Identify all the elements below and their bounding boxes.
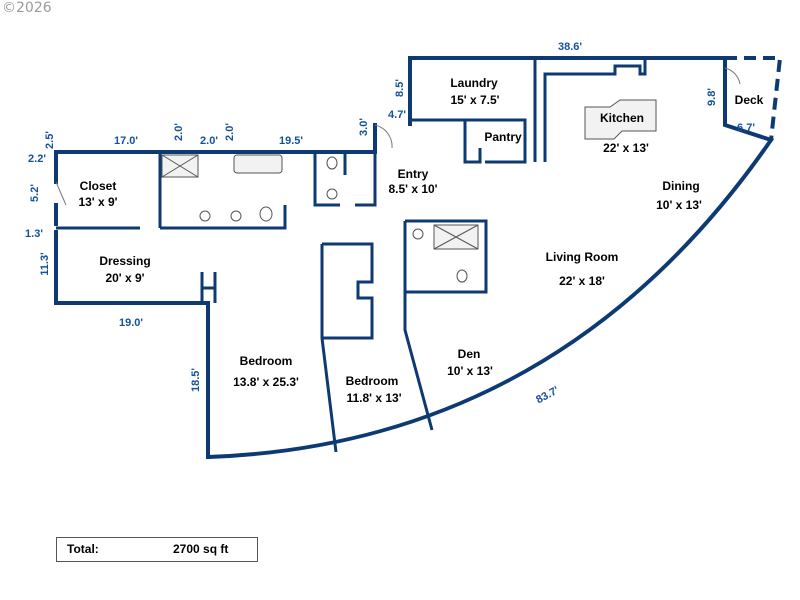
entry-door[interactable] (374, 124, 393, 149)
kitchen-size: 22' x 13' (603, 141, 649, 155)
dim-2-2: 2.2' (28, 153, 46, 165)
dim-8-5: 8.5' (394, 79, 406, 97)
bedroom1-name: Bedroom (240, 354, 293, 368)
wall-den-left (403, 219, 488, 431)
den-shower-x2 (433, 224, 479, 250)
bedroom1-size: 13.8' x 25.3' (233, 375, 299, 389)
wall-closet-bath (158, 152, 172, 230)
outer-wall-left-section (54, 123, 377, 459)
dim-1-3: 1.3' (25, 228, 43, 240)
wall-bedroom-divider (320, 242, 374, 453)
laundry-size: 15' x 7.5' (450, 93, 499, 107)
dim-4-7: 4.7' (388, 109, 406, 121)
dim-6-7: 6.7' (737, 122, 755, 134)
dim-17-0: 17.0' (114, 135, 138, 147)
dining-name: Dining (662, 179, 699, 193)
bedroom2-size: 11.8' x 13' (346, 391, 401, 405)
dressing-name: Dressing (99, 254, 150, 268)
bathtub (233, 154, 283, 174)
dim-2-0-mid: 2.0' (200, 135, 218, 147)
living-room-size: 22' x 18' (559, 274, 605, 288)
dim-18-5: 18.5' (190, 368, 202, 392)
sink-right (230, 210, 242, 222)
dim-83-7: 83.7' (534, 384, 561, 406)
outer-wall-curve (205, 56, 775, 460)
total-value: 2700 sq ft (173, 542, 229, 556)
dim-9-8: 9.8' (706, 88, 718, 106)
wall-kitchen-left (533, 58, 647, 162)
dining-size: 10' x 13' (656, 198, 702, 212)
wall-bath-bottom (185, 205, 287, 230)
kitchen-name: Kitchen (600, 111, 644, 125)
den-toilet (456, 269, 468, 283)
entry-name: Entry (398, 167, 429, 181)
bedroom2-name: Bedroom (346, 374, 399, 388)
laundry-name: Laundry (450, 76, 498, 90)
sink-wc (326, 188, 338, 200)
dim-38-6: 38.6' (558, 41, 582, 53)
den-name: Den (458, 347, 481, 361)
deck-name: Deck (735, 93, 764, 107)
dim-19-0: 19.0' (119, 317, 143, 329)
shower-x2 (161, 154, 199, 178)
toilet-main-bath (259, 206, 273, 222)
pantry-name: Pantry (484, 130, 522, 144)
den-sink (412, 228, 424, 240)
copyright-notice: ©2026 (2, 0, 52, 16)
dim-5-2: 5.2' (29, 184, 41, 202)
total-label: Total: (67, 542, 99, 556)
den-size: 10' x 13' (447, 364, 493, 378)
closet-name: Closet (80, 179, 117, 193)
living-room-name: Living Room (546, 250, 619, 264)
dim-2-0-right: 2.0' (224, 123, 236, 141)
deck-door[interactable] (724, 67, 741, 85)
toilet-wc-top (326, 156, 338, 170)
outer-wall-top (408, 56, 727, 126)
dressing-size: 20' x 9' (105, 271, 144, 285)
closet-size: 13' x 9' (78, 195, 117, 209)
dim-19-5: 19.5' (279, 135, 303, 147)
dim-11-3: 11.3' (39, 252, 51, 276)
closet-door[interactable] (55, 181, 67, 206)
dim-3-0: 3.0' (358, 118, 370, 136)
total-area-box: Total: 2700 sq ft (56, 537, 258, 562)
entry-size: 8.5' x 10' (388, 182, 437, 196)
dim-2-0-left: 2.0' (173, 123, 185, 141)
wall-hall-column (200, 272, 217, 303)
wall-wc (313, 140, 377, 207)
kitchen-island (584, 99, 657, 140)
wall-laundry (410, 118, 527, 164)
sink-left (199, 210, 211, 222)
dim-2-5: 2.5' (44, 131, 56, 149)
